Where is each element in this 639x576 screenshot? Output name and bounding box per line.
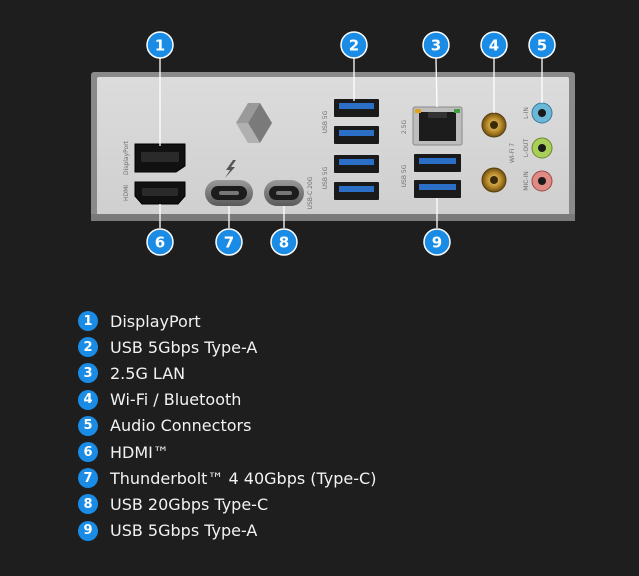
lan-label: 2.5G [401,120,408,135]
callout-badge-8: 8 [270,228,298,256]
legend-number: 8 [78,494,98,515]
mic-in-label: MIC-IN [523,171,530,191]
legend-label: Wi-Fi / Bluetooth [110,390,242,410]
callout-badge-9: 9 [423,228,451,256]
legend-number: 3 [78,363,98,384]
usb-a-port [414,154,461,172]
usb-c-thunderbolt-port [205,180,253,206]
wifi-label: Wi-Fi 7 [509,143,516,163]
svg-text:1: 1 [155,37,165,55]
usb-c-20g-port: USB-C 20G [264,176,314,209]
svg-text:9: 9 [432,234,442,252]
svg-text:8: 8 [279,234,289,252]
line-in-label: L-IN [523,107,530,119]
legend-item-usb-5gbps-a-bottom: 9 USB 5Gbps Type-A [78,518,376,544]
lan-port: 2.5G [401,106,463,146]
callout-badge-5: 5 [528,31,556,59]
mic-in-jack: MIC-IN [523,170,553,192]
legend-item-wifi-bluetooth: 4 Wi-Fi / Bluetooth [78,387,376,413]
legend-label: DisplayPort [110,311,201,331]
hdmi-label: HDMI [123,185,130,201]
usb-c-20g-label: USB-C 20G [307,176,314,209]
hdmi-port: HDMI [123,181,186,205]
legend-number: 2 [78,337,98,358]
legend-label: USB 5Gbps Type-A [110,521,258,541]
usb-5g-label-right: USB 5G [401,164,408,187]
legend-item-usb-20gbps-c: 8 USB 20Gbps Type-C [78,491,376,517]
legend-item-usb-5gbps-a-top: 2 USB 5Gbps Type-A [78,334,376,360]
usb-5g-label-mid: USB 5G [322,166,329,189]
usb-a-port [334,182,379,200]
legend-label: HDMI™ [110,442,169,462]
svg-text:7: 7 [224,234,234,252]
brand-logo-icon [236,103,272,143]
svg-text:3: 3 [431,37,441,55]
callout-badge-6: 6 [146,228,174,256]
displayport-label: DisplayPort [123,140,130,175]
legend-item-hdmi: 6 HDMI™ [78,439,376,465]
audio-connectors: L-IN L-OUT MIC-IN [523,102,553,192]
svg-text:6: 6 [155,234,165,252]
legend-item-lan: 3 2.5G LAN [78,360,376,386]
legend-number: 6 [78,442,98,463]
legend-label: USB 20Gbps Type-C [110,494,269,514]
legend-label: Thunderbolt™ 4 40Gbps (Type-C) [110,468,377,488]
callout-badges: 1 2 3 4 5 6 7 8 [146,31,556,256]
callout-badge-4: 4 [480,31,508,59]
legend-label: 2.5G LAN [110,363,186,383]
usb-a-port [334,155,379,173]
usb-a-port [334,99,379,117]
usb-5g-label-top: USB 5G [322,110,329,133]
wifi-antenna-icon: Wi-Fi 7 [481,112,516,193]
usb-a-stack-left: USB 5G USB 5G [322,99,379,200]
usb-a-port [414,180,461,198]
legend-number: 9 [78,520,98,541]
legend-number: 5 [78,415,98,436]
usb-a-stack-right: USB 5G [401,154,461,198]
svg-text:5: 5 [537,37,547,55]
line-out-label: L-OUT [523,138,530,157]
thunderbolt-icon [225,160,236,178]
usb-a-port [334,126,379,144]
legend-item-thunderbolt: 7 Thunderbolt™ 4 40Gbps (Type-C) [78,465,376,491]
legend-number: 1 [78,311,98,332]
svg-text:4: 4 [489,37,499,55]
legend-item-audio: 5 Audio Connectors [78,413,376,439]
legend-item-displayport: 1 DisplayPort [78,308,376,334]
port-legend: 1 DisplayPort 2 USB 5Gbps Type-A 3 2.5G … [78,308,376,544]
callout-badge-1: 1 [146,31,174,59]
legend-label: USB 5Gbps Type-A [110,337,258,357]
callout-badge-7: 7 [215,228,243,256]
callout-badge-2: 2 [340,31,368,59]
legend-label: Audio Connectors [110,416,252,436]
displayport-port: DisplayPort [123,140,186,175]
svg-text:2: 2 [349,37,359,55]
callout-badge-3: 3 [422,31,450,59]
legend-number: 4 [78,389,98,410]
legend-number: 7 [78,468,98,489]
line-out-jack: L-OUT [523,137,553,159]
